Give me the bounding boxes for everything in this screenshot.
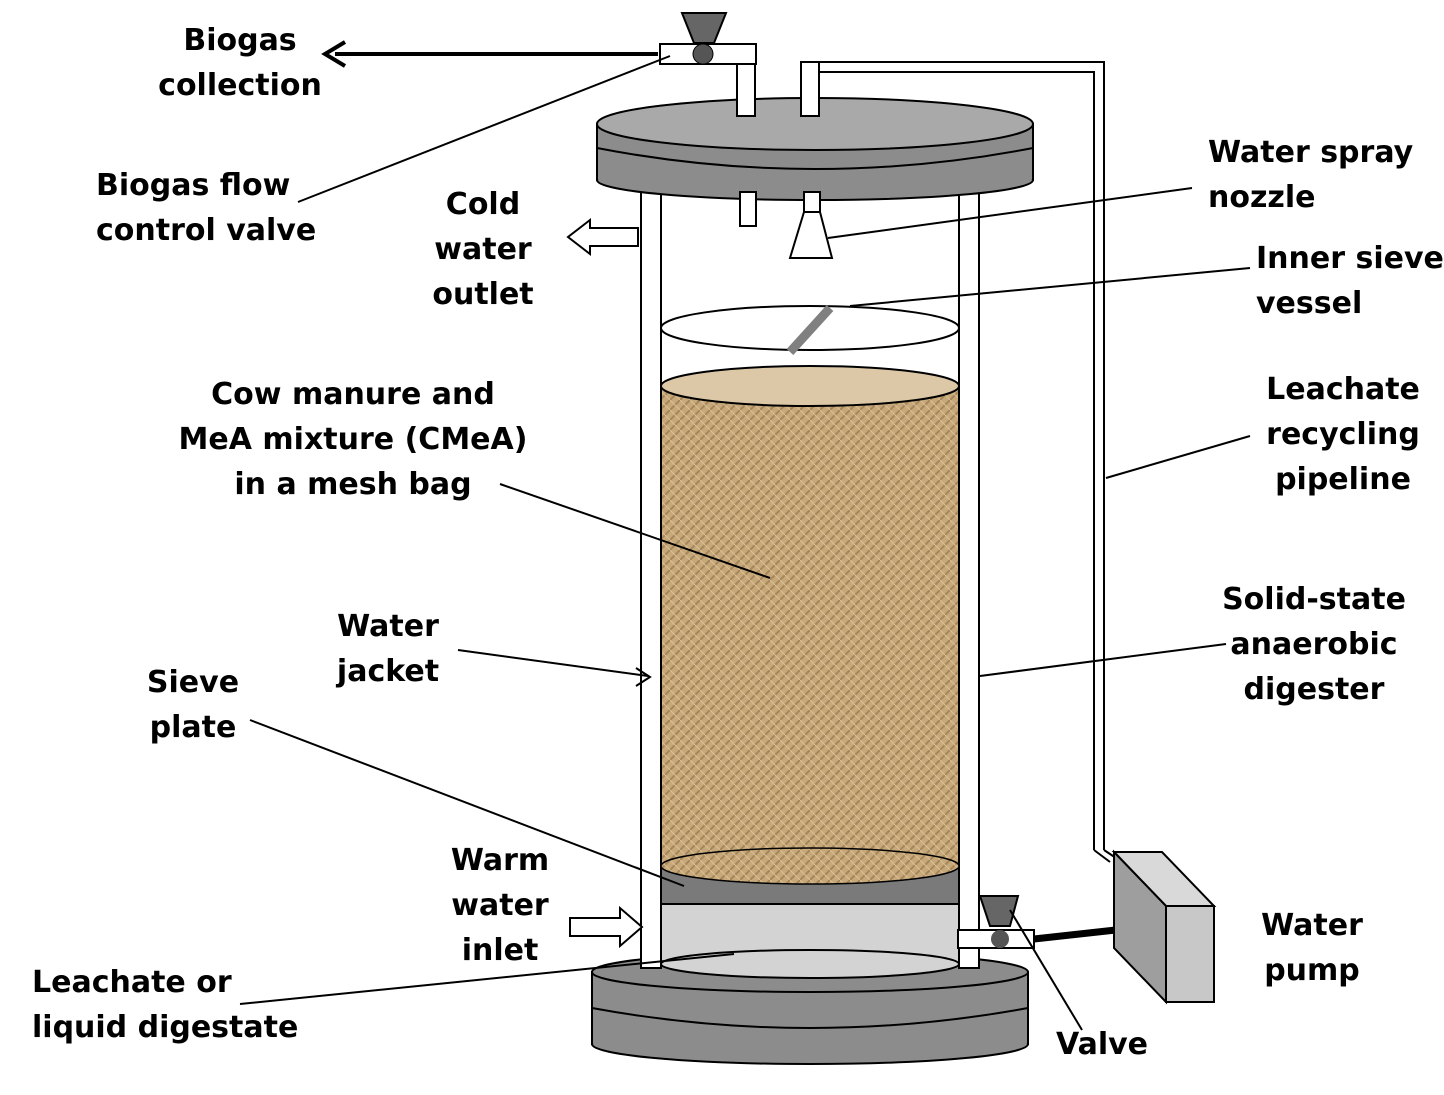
label-line: Water spray [1208,135,1414,170]
label-line: Solid-state [1222,582,1406,617]
leader-lines [239,55,1251,1031]
label-line: water [451,888,549,923]
label-line: plate [149,710,237,745]
label-solid-state-digester: Solid-state anaerobic digester [1216,577,1412,712]
label-line: pipeline [1275,462,1411,497]
label-water-spray-nozzle: Water spray nozzle [1208,130,1413,220]
label-line: Sieve [146,665,240,700]
label-line: liquid digestate [32,1010,299,1045]
label-line: Cold [445,187,521,222]
label-line: in a mesh bag [234,467,472,502]
label-biogas-collection: Biogas collection [150,18,330,108]
recycling-pipe [800,61,1117,863]
label-water-pump: Water pump [1252,903,1372,993]
water-pump [1111,849,1217,1005]
label-line: outlet [432,277,534,312]
label-line: Leachate or [32,965,232,1000]
label-line: jacket [336,654,440,689]
label-warm-water-inlet: Warm water inlet [436,838,564,973]
label-line: water [434,232,532,267]
label-line: Biogas [183,23,297,58]
inner-sieve-vessel [660,304,960,386]
bottom-valve [957,895,1135,949]
label-leachate-recycling-pipeline: Leachate recycling pipeline [1258,367,1428,502]
top-lid [596,97,1034,201]
label-line: Inner sieve [1256,241,1444,276]
label-line: control valve [96,213,317,248]
label-line: Cow manure and [211,377,495,412]
spray-nozzle [739,191,834,259]
label-line: nozzle [1208,180,1316,215]
label-line: Valve [1056,1027,1149,1062]
label-line: Warm [450,843,550,878]
label-line: collection [158,68,322,103]
label-line: inlet [461,933,539,968]
label-sieve-plate: Sieve plate [138,660,248,750]
leachate-chamber [660,901,960,979]
biogas-outlet [321,12,757,117]
label-inner-sieve-vessel: Inner sieve vessel [1256,236,1444,326]
label-line: digester [1243,672,1385,707]
label-line: vessel [1256,286,1363,321]
label-line: Leachate [1266,372,1420,407]
label-line: MeA mixture (CMeA) [178,422,528,457]
label-line: Water [1261,908,1363,943]
label-valve: Valve [1056,1022,1148,1067]
label-line: Water [337,609,439,644]
label-line: Biogas flow [96,168,291,203]
warm-water-arrow [569,905,644,949]
mesh-bag [660,365,960,885]
label-line: pump [1264,953,1360,988]
label-line: anaerobic [1230,627,1398,662]
label-cow-manure-mixture: Cow manure and MeA mixture (CMeA) in a m… [176,372,530,507]
label-biogas-flow-control-valve: Biogas flow control valve [96,163,316,253]
label-line: recycling [1266,417,1420,452]
label-leachate-liquid-digestate: Leachate or liquid digestate [32,960,298,1050]
cold-water-arrow [566,217,639,257]
label-cold-water-outlet: Cold water outlet [418,182,548,317]
label-water-jacket: Water jacket [326,604,450,694]
